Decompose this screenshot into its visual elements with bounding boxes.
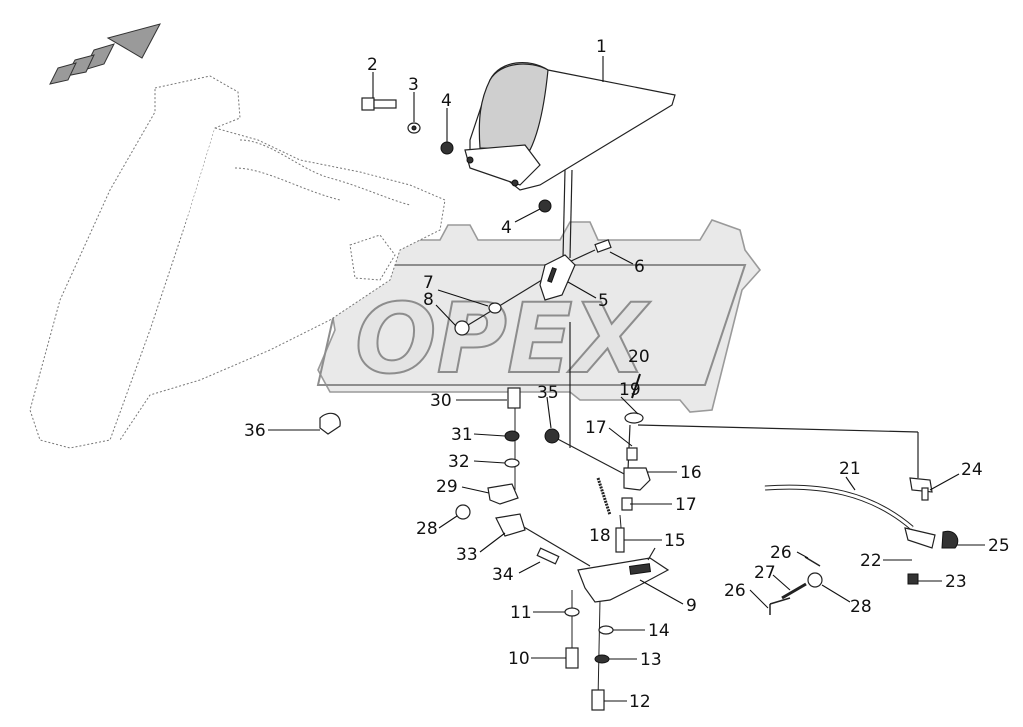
part-17-sleeve-upper	[626, 447, 638, 461]
callout-35: 35	[537, 383, 559, 403]
part-7-washer	[488, 302, 502, 314]
callout-34: 34	[492, 565, 514, 585]
part-20-pin	[631, 373, 641, 399]
callout-26-lower: 26	[724, 581, 746, 601]
part-13-washer	[594, 654, 610, 664]
leader-lines	[268, 56, 985, 702]
callout-21: 21	[839, 459, 861, 479]
part-6-screw	[594, 239, 612, 253]
callout-13: 13	[640, 650, 662, 670]
callout-19: 19	[619, 380, 641, 400]
part-10-bolt	[565, 647, 579, 669]
callout-27: 27	[754, 563, 776, 583]
callout-15: 15	[664, 531, 686, 551]
part-14-washer	[598, 625, 614, 635]
part-23-nut	[907, 573, 919, 585]
part-4-nut-upper	[440, 141, 454, 155]
callout-3: 3	[408, 75, 419, 95]
part-19-washer	[624, 412, 644, 424]
part-33-bracket	[495, 513, 526, 537]
part-36-clip	[319, 412, 341, 435]
part-5-bracket-plate	[539, 254, 576, 301]
callout-31: 31	[451, 425, 473, 445]
part-31-washer	[504, 430, 520, 442]
callout-28-left: 28	[416, 519, 438, 539]
callout-8: 8	[423, 290, 434, 310]
callout-17-upper: 17	[585, 418, 607, 438]
part-12-bolt	[591, 689, 605, 711]
part-26-cotter-pin-b	[769, 597, 791, 615]
callout-6: 6	[634, 257, 645, 277]
callout-9: 9	[686, 596, 697, 616]
callout-28-right: 28	[850, 597, 872, 617]
callout-29: 29	[436, 477, 458, 497]
part-16-clamp	[623, 467, 651, 491]
part-34-screw	[536, 547, 560, 565]
part-21-cable	[764, 484, 914, 530]
callout-4-lower: 4	[501, 218, 512, 238]
link-rods	[459, 169, 919, 701]
part-18-spring	[596, 477, 612, 516]
watermark-text: OPEX	[355, 283, 651, 395]
callout-5: 5	[598, 291, 609, 311]
callout-16: 16	[680, 463, 702, 483]
callout-22: 22	[860, 551, 882, 571]
callout-2: 2	[367, 55, 378, 75]
part-30-screw	[507, 387, 521, 409]
callout-23: 23	[945, 572, 967, 592]
callout-24: 24	[961, 460, 983, 480]
part-4-nut-lower	[538, 199, 552, 213]
callout-25: 25	[988, 536, 1010, 556]
part-24-clevis	[909, 477, 933, 501]
part-35-nut	[544, 428, 560, 444]
part-32-washer	[504, 458, 520, 468]
part-3-washer	[407, 122, 421, 134]
part-1-cover-hood	[464, 62, 676, 191]
callout-labels: 1 2 3 4 4 5 6 7 8 9 10 11 12 13 14 15 16…	[244, 37, 1010, 712]
part-11-washer	[564, 607, 580, 617]
callout-32: 32	[448, 452, 470, 472]
callout-11: 11	[510, 603, 532, 623]
callout-20: 20	[628, 347, 650, 367]
callout-26-upper: 26	[770, 543, 792, 563]
part-15-pin	[615, 527, 625, 553]
callout-33: 33	[456, 545, 478, 565]
part-29-swivel-block	[487, 483, 519, 505]
callout-10: 10	[508, 649, 530, 669]
callout-18: 18	[589, 526, 611, 546]
part-26-cotter-pin-a	[804, 556, 821, 567]
opex-watermark: OPEX	[316, 219, 762, 413]
part-9-lever-bracket	[577, 547, 670, 603]
direction-arrow	[49, 23, 161, 85]
part-28-nut-b	[807, 572, 823, 588]
callout-4-upper: 4	[441, 91, 452, 111]
part-27-pin	[781, 582, 807, 600]
part-2-bolt	[361, 97, 397, 111]
part-22-cable-end	[904, 527, 936, 549]
callout-1: 1	[596, 37, 607, 57]
part-25-clamp	[941, 530, 959, 549]
callout-30: 30	[430, 391, 452, 411]
callout-14: 14	[648, 621, 670, 641]
callout-12: 12	[629, 692, 651, 712]
part-8-nut	[454, 320, 470, 336]
callout-7: 7	[423, 273, 434, 293]
machine-frame-outline	[29, 75, 446, 449]
callout-17-lower: 17	[675, 495, 697, 515]
part-28-nut-a	[455, 504, 471, 520]
callout-36: 36	[244, 421, 266, 441]
